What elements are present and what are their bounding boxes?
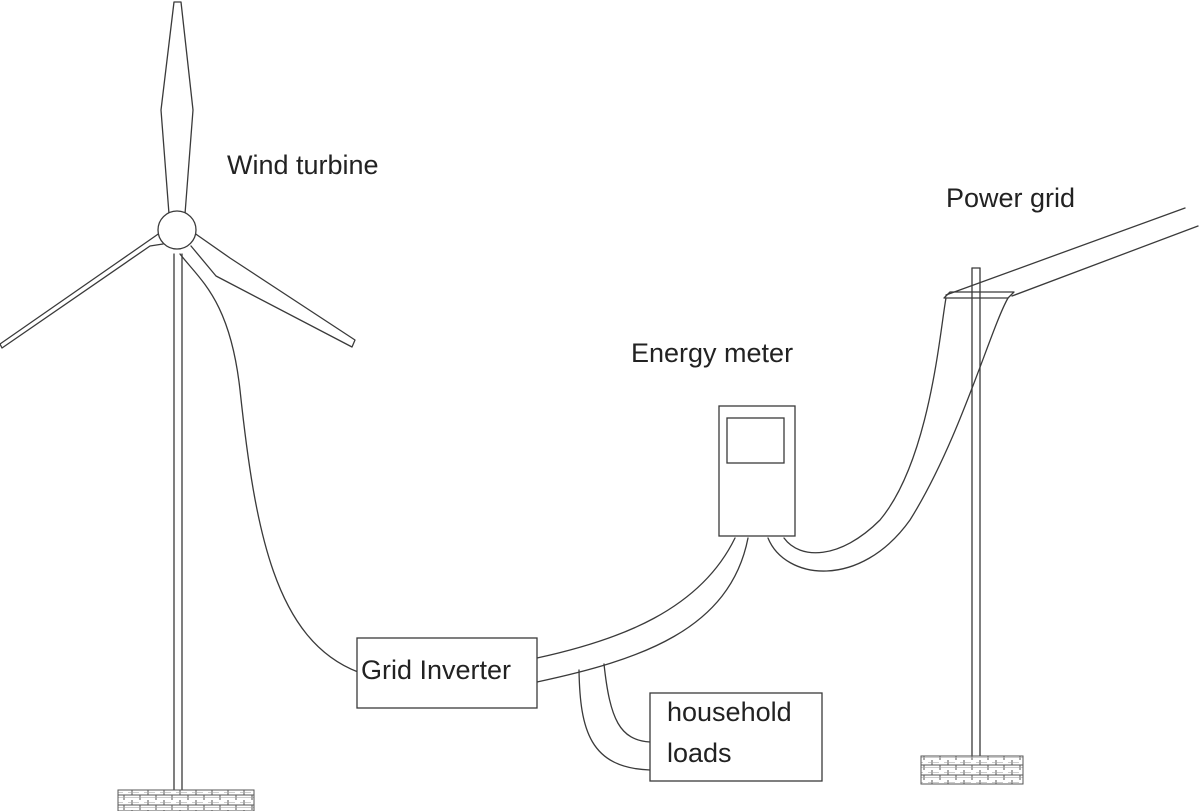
energy-meter: [718, 405, 796, 537]
wind-turbine: [0, 1, 356, 811]
pole-shaft: [971, 267, 981, 757]
turbine-blades: [0, 1, 356, 349]
cable-branch-loads-b: [603, 663, 651, 743]
grid-inverter-box: [356, 637, 538, 709]
cable-meter-grid-b: [767, 297, 1009, 572]
turbine-foundation: [117, 789, 255, 811]
pole-foundation: [920, 755, 1024, 785]
grid-inverter-label: Grid Inverter: [361, 655, 511, 685]
overhead-power-lines: [945, 207, 1199, 297]
wind-turbine-label: Wind turbine: [227, 150, 379, 180]
cable-branch-loads-a: [578, 669, 651, 771]
cable-turbine-inverter: [179, 253, 359, 673]
power-grid-label: Power grid: [946, 183, 1075, 213]
pole-crossarm: [943, 291, 1015, 299]
power-grid-pole: [920, 207, 1199, 785]
cables: [179, 253, 1009, 771]
cable-inverter-meter-b: [536, 537, 749, 683]
household-loads-label-line2: loads: [667, 738, 732, 768]
household-loads-label-line1: household: [667, 697, 792, 727]
cable-meter-grid-a: [783, 297, 947, 554]
cable-inverter-meter-a: [536, 537, 736, 659]
energy-meter-label: Energy meter: [631, 338, 793, 368]
household-loads-box: [649, 692, 823, 782]
energy-meter-display: [726, 417, 785, 464]
turbine-tower: [173, 253, 183, 791]
turbine-hub: [157, 210, 197, 250]
